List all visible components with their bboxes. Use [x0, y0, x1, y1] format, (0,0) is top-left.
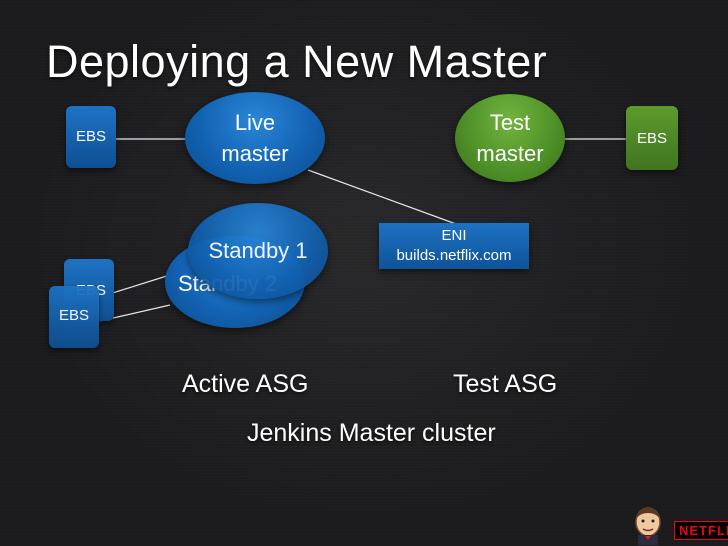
live-master-label-line1: Live [234, 110, 276, 135]
eni-box: ENI builds.netflix.com [379, 223, 529, 269]
cluster-label: Jenkins Master cluster [247, 419, 496, 447]
test-master-node: Test master [455, 94, 565, 182]
ebs-volume-test: EBS [626, 106, 678, 170]
ebs-volume-standby-2: EBS [49, 286, 99, 348]
test-master-label-line2: master [476, 141, 544, 166]
jenkins-butler-icon [635, 507, 661, 545]
ebs-live-label: EBS [75, 128, 106, 145]
ebs-test-label: EBS [636, 129, 667, 147]
standby-1-label: Standby 1 [208, 237, 308, 263]
active-asg-label: Active ASG [182, 370, 309, 398]
slide-title: Deploying a New Master [46, 36, 548, 87]
netflix-logo: NETFLIX [674, 521, 728, 540]
live-master-label-line2: master [221, 141, 289, 166]
ebs-volume-live: EBS [66, 106, 116, 168]
standby-1-node: Standby 1 [188, 203, 328, 299]
eni-label: ENI [441, 227, 467, 244]
eni-hostname: builds.netflix.com [396, 247, 512, 264]
test-master-label-line1: Test [489, 110, 531, 135]
ebs-standby-2-label: EBS [59, 307, 90, 324]
test-asg-label: Test ASG [453, 370, 558, 398]
connector-live-eni [307, 169, 457, 225]
live-master-node: Live master [185, 92, 325, 184]
